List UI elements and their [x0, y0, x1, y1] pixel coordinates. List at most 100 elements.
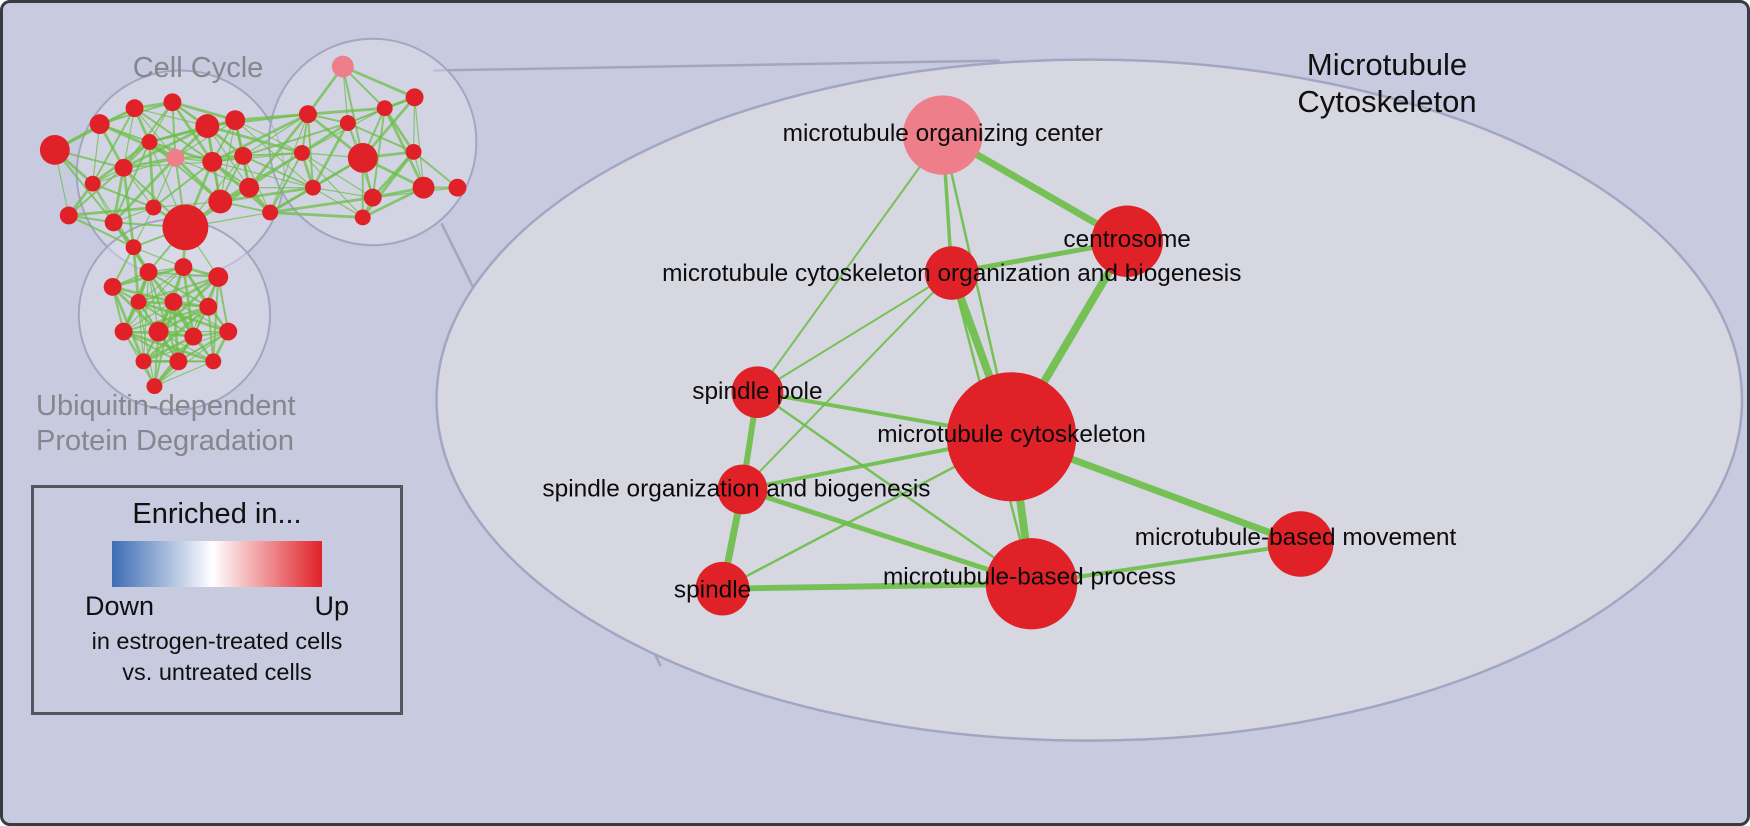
overview-node: [139, 263, 158, 281]
overview-node: [331, 55, 354, 78]
overview-edge: [242, 154, 314, 189]
main-cluster-title-line1: Microtubule: [1306, 47, 1468, 82]
overview-edge: [181, 266, 195, 337]
overview-node: [448, 178, 467, 197]
overview-edge: [413, 97, 425, 188]
overview-node: [205, 353, 222, 370]
edge-spindle_org-mt_process: [739, 486, 1034, 587]
edge-spindle-mt_process: [719, 580, 1035, 592]
overview-node: [145, 199, 162, 216]
overview-edge: [342, 65, 416, 99]
overview-node: [89, 114, 110, 135]
node-mt_movement: [1267, 511, 1334, 577]
overview-edge: [112, 167, 125, 223]
overview-node: [293, 144, 310, 161]
overview-node: [234, 146, 253, 165]
node-label-spindle: spindle: [674, 577, 751, 604]
node-centrosome: [1091, 205, 1164, 277]
node-label-centrosome: centrosome: [1063, 226, 1191, 253]
node-label-spindle_pole: spindle pole: [692, 378, 822, 405]
legend-up-label: Up: [314, 591, 349, 621]
node-spindle_org: [717, 464, 768, 515]
overview-edge: [269, 196, 373, 214]
cluster-label-ubiquitin-line2: Protein Degradation: [36, 425, 294, 458]
overview-edge: [243, 151, 303, 157]
overview-node: [130, 293, 147, 310]
overview-edge: [123, 305, 209, 333]
overview-node: [202, 151, 223, 172]
overview-edge: [173, 301, 229, 333]
node-moc: [902, 95, 983, 175]
edge-moc-spindle_pole: [756, 134, 944, 394]
node-label-mt_movement: microtubule-based movement: [1135, 524, 1457, 551]
overview-edge: [92, 182, 154, 209]
overview-node: [162, 204, 209, 251]
overview-edge: [142, 335, 194, 363]
overview-node: [219, 322, 238, 341]
overview-node: [141, 134, 158, 150]
overview-edge: [143, 331, 229, 362]
edge-spindle_pole-mt_process: [756, 390, 1033, 585]
network-scene: microtubule organizing center centrosome m…: [39, 37, 1744, 742]
overview-edge: [154, 360, 214, 387]
overview-edge: [248, 113, 310, 189]
overview-edge: [269, 186, 314, 214]
node-mt_cyto: [946, 372, 1077, 502]
overview-node: [135, 353, 152, 370]
overview-edge: [361, 151, 415, 219]
overview-node: [114, 158, 133, 177]
overview-edge: [154, 331, 229, 387]
overview-edge: [301, 121, 349, 155]
overview-edge: [123, 301, 174, 333]
overview-edge: [112, 141, 151, 223]
overview-edge: [134, 107, 208, 127]
overview-edge: [412, 151, 459, 189]
overview-node: [184, 327, 203, 346]
overview-node: [148, 321, 169, 342]
main-cluster-title-line2: Cytoskeleton: [1297, 83, 1477, 119]
overview-node: [239, 177, 260, 198]
node-label-spindle_org: spindle organization and biogenesis: [542, 475, 930, 502]
overview-edge: [122, 167, 135, 248]
overview-node: [104, 213, 123, 232]
lens-connector-line: [433, 59, 1000, 72]
overview-node: [166, 148, 185, 167]
overview-node: [405, 143, 422, 160]
overview-node: [339, 115, 356, 132]
node-label-mt_process: microtubule-based process: [883, 564, 1176, 591]
overview-edge: [92, 157, 176, 185]
overview-edge: [172, 100, 236, 122]
legend-caption-line2: vs. untreated cells: [122, 658, 312, 685]
overview-edge: [270, 211, 363, 219]
node-label-moc: microtubule organizing center: [783, 120, 1103, 147]
overview-edge: [112, 285, 174, 304]
overview-edge: [383, 107, 425, 189]
legend-gradient-bar: [112, 541, 322, 587]
legend-caption-line1: in estrogen-treated cells: [91, 628, 343, 654]
cluster-label-cell-cycle: Cell Cycle: [132, 52, 264, 84]
overview-edge: [92, 124, 101, 184]
overview-edge: [269, 152, 303, 213]
legend-down-label: Down: [85, 591, 155, 621]
overview-edge: [301, 152, 364, 218]
overview-edge: [68, 206, 154, 217]
overview-node: [174, 258, 193, 277]
overview-edge: [54, 149, 115, 224]
overview-edge: [242, 113, 309, 157]
overview-node: [262, 204, 279, 221]
overview-edge: [91, 107, 136, 185]
node-mt_process: [985, 538, 1078, 630]
node-label-mco_bio: microtubule cytoskeleton organization an…: [662, 260, 1241, 287]
overview-edge: [175, 119, 236, 159]
overview-node: [125, 239, 142, 256]
overview-edge: [122, 108, 136, 168]
cluster-label-ubiquitin: Ubiquitin-dependent Protein Degradation: [36, 389, 296, 460]
overview-edge: [212, 276, 220, 362]
overview-edge: [371, 108, 386, 198]
edge-mco_bio-spindle_org: [741, 272, 953, 491]
overview-edge: [312, 187, 364, 218]
overview-node: [114, 322, 133, 341]
node-spindle: [695, 561, 750, 616]
overview-node: [195, 114, 220, 139]
overview-edge: [211, 112, 309, 164]
